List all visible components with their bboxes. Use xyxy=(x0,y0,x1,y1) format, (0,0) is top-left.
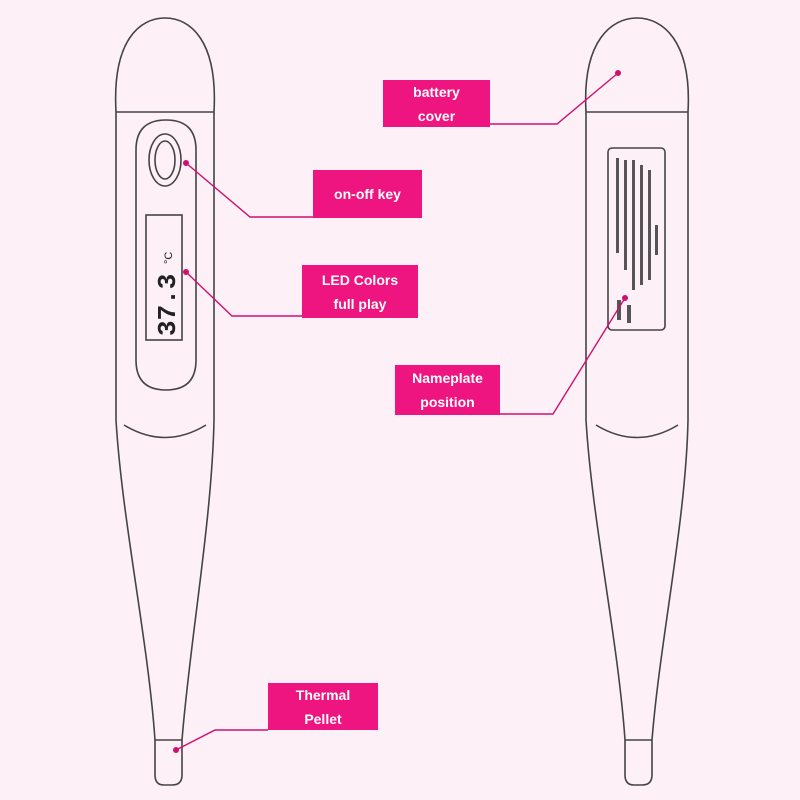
lcd-reading: 37.3 xyxy=(153,274,183,336)
label-line: LED Colors xyxy=(321,271,399,288)
back-lower-curve xyxy=(595,424,679,439)
leader-line-pellet xyxy=(175,729,268,751)
label-line: Thermal xyxy=(295,686,351,703)
label-line: Pellet xyxy=(304,710,342,727)
lcd-unit: °C xyxy=(163,252,175,264)
led-colors-label: LED Colors full play xyxy=(302,265,418,318)
back-thermometer-outline xyxy=(584,17,690,786)
label-line: Nameplate xyxy=(412,370,483,386)
lcd-display xyxy=(145,214,183,341)
thermal-pellet-label: Thermal Pellet xyxy=(268,683,378,730)
leader-line-led xyxy=(185,271,302,317)
leader-dots xyxy=(173,70,628,753)
label-line: on-off key xyxy=(334,186,401,202)
front-thermometer-outline xyxy=(114,17,216,786)
leader-line-battery xyxy=(490,72,619,125)
on-off-button xyxy=(148,133,182,187)
front-lower-curve xyxy=(123,424,207,439)
nameplate-text xyxy=(616,158,658,323)
front-panel xyxy=(135,119,197,391)
leader-line-nameplate xyxy=(500,297,626,415)
nameplate xyxy=(607,147,666,331)
on-off-button-inner xyxy=(154,140,176,180)
nameplate-label: Nameplate position xyxy=(395,365,500,415)
label-line: full play xyxy=(333,295,387,312)
label-line: battery xyxy=(413,83,460,100)
leader-line-on-off xyxy=(185,162,313,218)
label-line: position xyxy=(420,394,475,410)
on-off-key-label: on-off key xyxy=(313,170,422,218)
label-line: cover xyxy=(417,107,456,124)
battery-cover-label: battery cover xyxy=(383,80,490,127)
